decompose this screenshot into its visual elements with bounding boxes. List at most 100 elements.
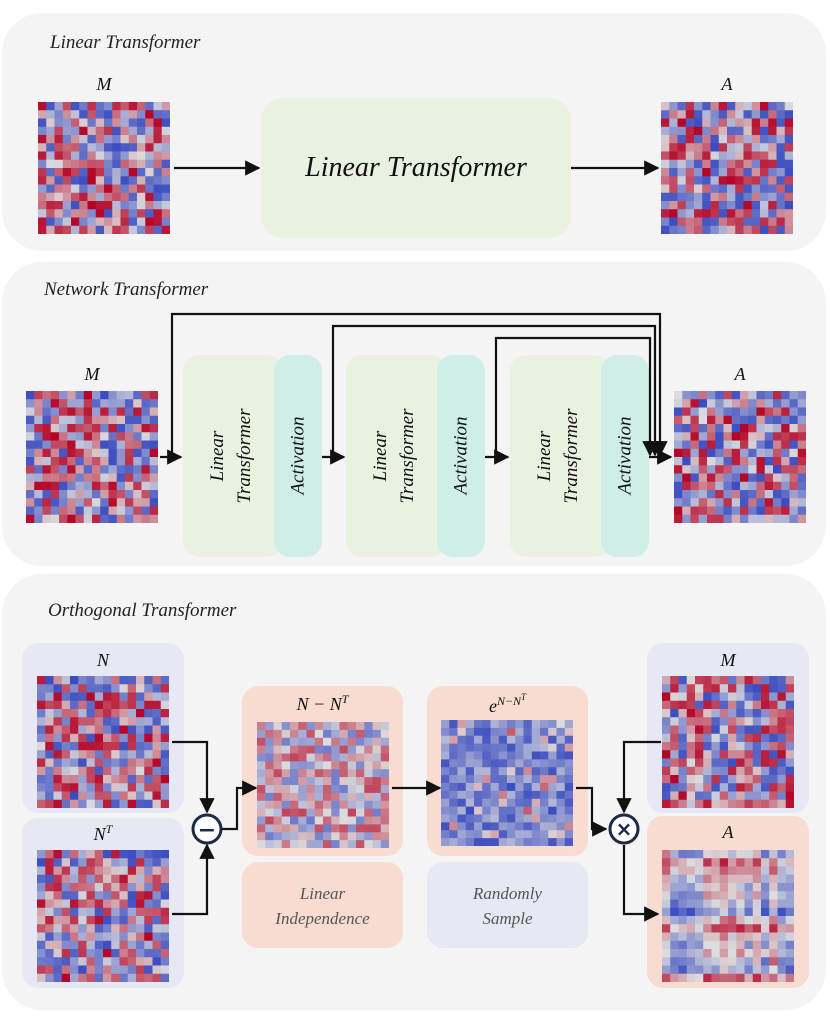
- heatmap-cell: [678, 949, 688, 958]
- heatmap-cell: [160, 700, 169, 710]
- heatmap-cell: [152, 932, 162, 942]
- heatmap-cell: [119, 775, 129, 784]
- heatmap-cell: [92, 415, 101, 425]
- heatmap-cell: [719, 676, 729, 685]
- heatmap-cell: [690, 514, 700, 523]
- heatmap-cell: [698, 498, 708, 507]
- heatmap-cell: [752, 700, 762, 710]
- heatmap-cell: [669, 225, 678, 234]
- heatmap-cell: [53, 766, 63, 776]
- heatmap-cell: [161, 118, 170, 128]
- heatmap-cell: [731, 465, 741, 474]
- heatmap-cell: [727, 192, 736, 202]
- heatmap-cell: [761, 899, 770, 909]
- heatmap-cell: [281, 753, 291, 762]
- heatmap-cell: [281, 832, 291, 841]
- heatmap-cell: [703, 916, 712, 925]
- heatmap-cell: [112, 176, 121, 185]
- heatmap-cell: [372, 729, 382, 739]
- heatmap-cell: [661, 151, 670, 161]
- heatmap-cell: [670, 907, 679, 917]
- heatmap-cell: [736, 866, 745, 876]
- heatmap-cell: [556, 783, 566, 792]
- heatmap-cell: [678, 733, 688, 743]
- heatmap-cell: [161, 126, 170, 136]
- heatmap-cell: [556, 798, 566, 808]
- heatmap-cell: [100, 465, 109, 474]
- heatmap-cell: [153, 110, 163, 119]
- heatmap-cell: [674, 432, 683, 441]
- heatmap-cell: [103, 874, 112, 884]
- heatmap-cell: [71, 159, 80, 169]
- heatmap-cell: [104, 217, 113, 227]
- heatmap-cell: [743, 225, 753, 234]
- heatmap-cell: [103, 850, 112, 859]
- heatmap-cell: [141, 407, 151, 417]
- heatmap-cell: [141, 465, 151, 474]
- heatmap-cell: [62, 176, 72, 185]
- heatmap-cell: [347, 785, 357, 794]
- heatmap-cell: [773, 399, 782, 408]
- heatmap-cell: [136, 799, 145, 808]
- heatmap-cell: [95, 201, 105, 210]
- heatmap-cell: [556, 814, 566, 823]
- heatmap-cell: [690, 391, 700, 400]
- heatmap-cell: [498, 822, 508, 831]
- heatmap-cell: [46, 135, 55, 144]
- heatmap-cell: [685, 184, 695, 194]
- heatmap-cell: [564, 775, 573, 784]
- heatmap-cell: [718, 192, 728, 202]
- heatmap-cell: [50, 481, 60, 491]
- heatmap-cell: [290, 722, 299, 731]
- heatmap-cell: [678, 684, 688, 693]
- heatmap-cell: [136, 940, 145, 950]
- skip-line-2: [331, 324, 663, 457]
- heatmap-cell: [482, 806, 491, 815]
- heatmap-cell: [474, 790, 483, 800]
- heatmap-cell: [715, 465, 724, 474]
- heatmap-cell: [314, 777, 324, 786]
- heatmap-cell: [769, 733, 778, 743]
- heatmap-cell: [698, 432, 708, 441]
- label-linear-output-a: A: [721, 74, 733, 94]
- heatmap-cell: [711, 924, 721, 933]
- heatmap-cell: [111, 965, 120, 975]
- heatmap-cell: [752, 742, 762, 751]
- heatmap-cell: [92, 440, 101, 450]
- heatmap-cell: [160, 758, 169, 768]
- heatmap-cell: [54, 176, 64, 185]
- heatmap-cell: [785, 791, 794, 801]
- heatmap-cell: [465, 783, 475, 792]
- heatmap-cell: [531, 790, 541, 800]
- heatmap-cell: [86, 766, 96, 776]
- heatmap-cell: [61, 709, 71, 718]
- heatmap-cell: [37, 850, 46, 859]
- heatmap-cell: [50, 490, 60, 499]
- heatmap-cell: [61, 742, 71, 751]
- heatmap-cell: [116, 415, 126, 425]
- heatmap-cell: [152, 883, 162, 892]
- heatmap-cell: [677, 126, 687, 136]
- heatmap-cell: [760, 184, 769, 194]
- heatmap-cell: [53, 924, 63, 933]
- heatmap-cell: [120, 135, 130, 144]
- heatmap-cell: [45, 799, 54, 808]
- heatmap-cell: [94, 717, 104, 726]
- heatmap-cell: [54, 159, 64, 169]
- heatmap-cell: [144, 858, 153, 867]
- heatmap-cell: [125, 424, 134, 433]
- heatmap-cell: [152, 957, 162, 966]
- heatmap-cell: [698, 407, 708, 417]
- heatmap-cell: [108, 465, 118, 474]
- heatmap-cell: [26, 498, 35, 507]
- heatmap-cell: [789, 424, 799, 433]
- heatmap-cell: [784, 110, 793, 119]
- heatmap-cell: [777, 907, 787, 917]
- heatmap-cell: [797, 490, 806, 499]
- heatmap-cell: [777, 799, 787, 808]
- heatmap-cell: [670, 891, 679, 900]
- heatmap-cell: [70, 700, 79, 710]
- heatmap-cell: [61, 733, 71, 743]
- heatmap-cell: [556, 790, 566, 800]
